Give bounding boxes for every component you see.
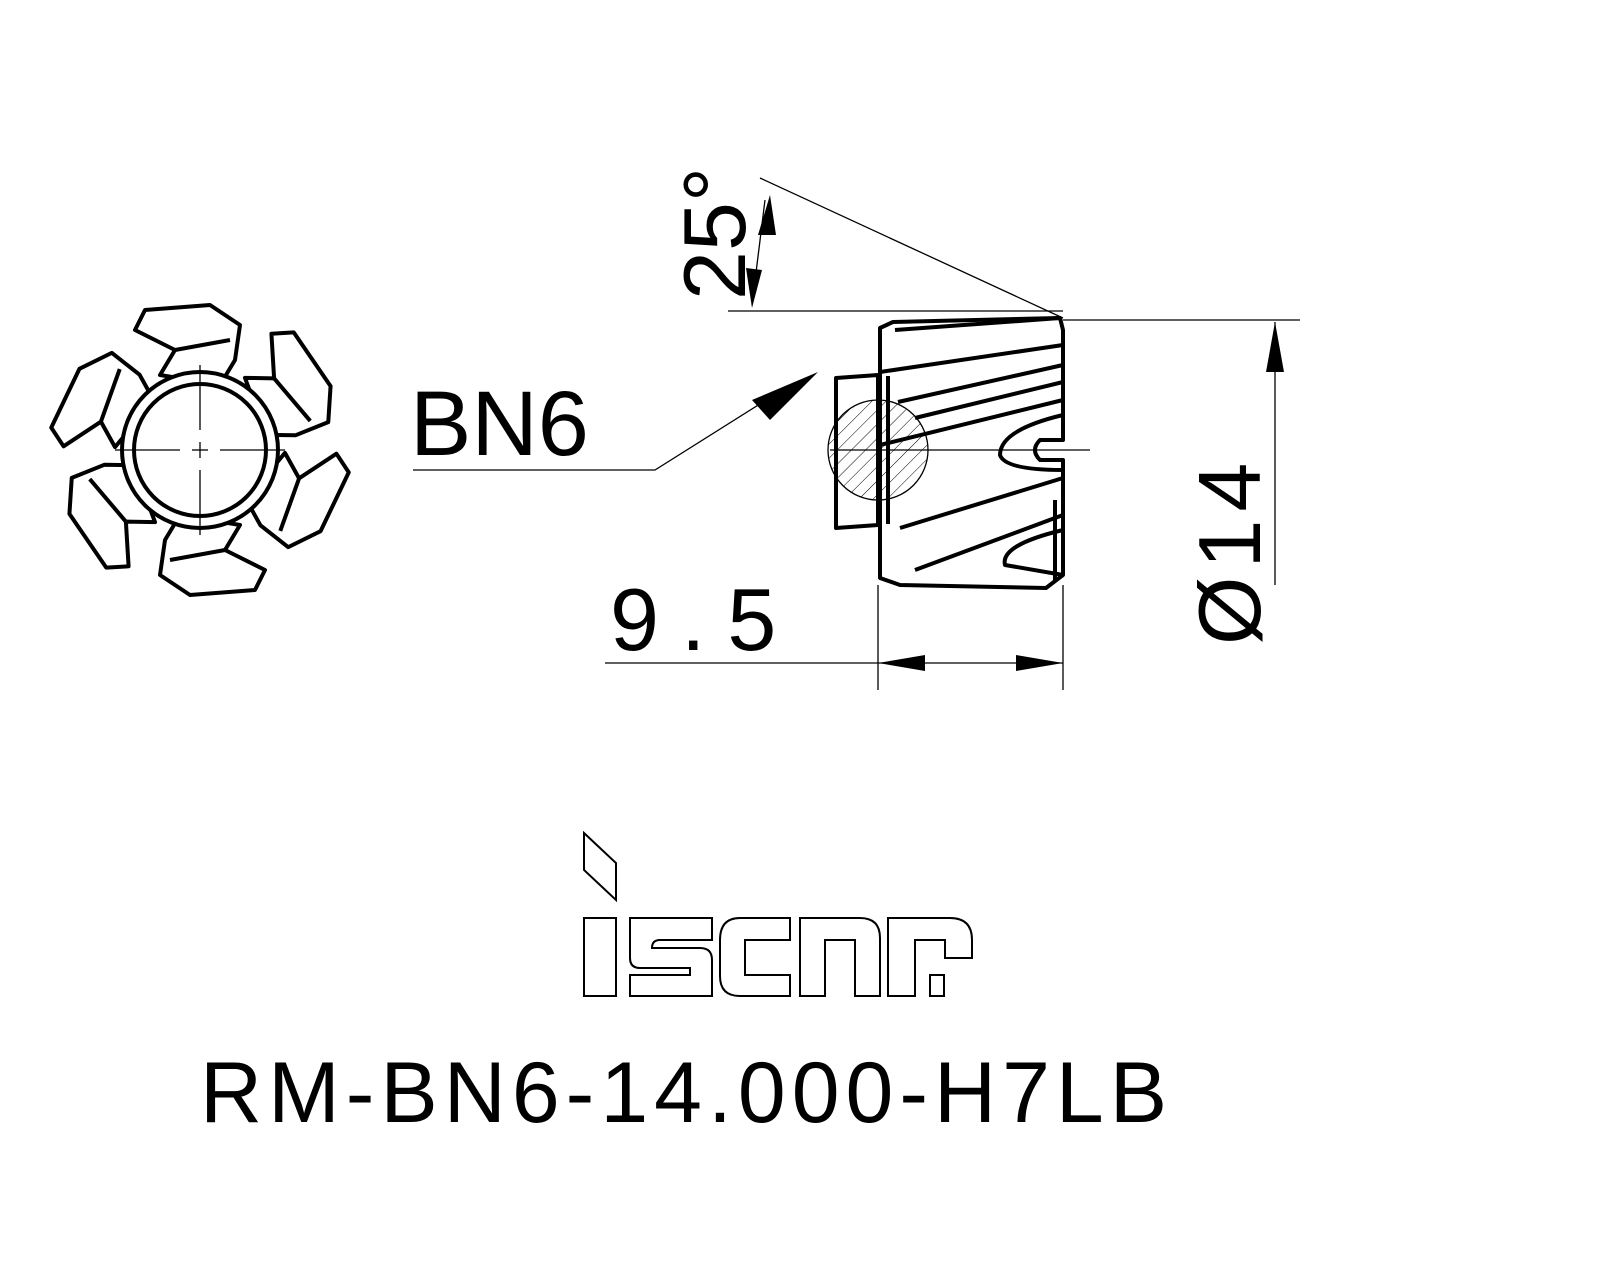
angle-label: 25°: [665, 167, 764, 300]
reamer-body: [878, 316, 1065, 590]
angle-dimension: 25°: [665, 167, 1064, 319]
callout-label: BN6: [410, 373, 589, 475]
bn6-callout: BN6: [410, 372, 818, 475]
arrowhead-icon: [752, 372, 818, 420]
part-number: RM-BN6-14.000-H7LB: [200, 1045, 1173, 1141]
center-mark: [115, 365, 285, 535]
end-view: [49, 303, 351, 597]
diameter-label: Ø14: [1180, 455, 1279, 645]
side-view: [827, 316, 1090, 590]
iscar-logo: [583, 830, 973, 997]
length-label: 9.5: [610, 570, 798, 669]
diameter-dimension: Ø14: [1063, 319, 1300, 645]
length-dimension: 9.5: [605, 570, 1064, 690]
